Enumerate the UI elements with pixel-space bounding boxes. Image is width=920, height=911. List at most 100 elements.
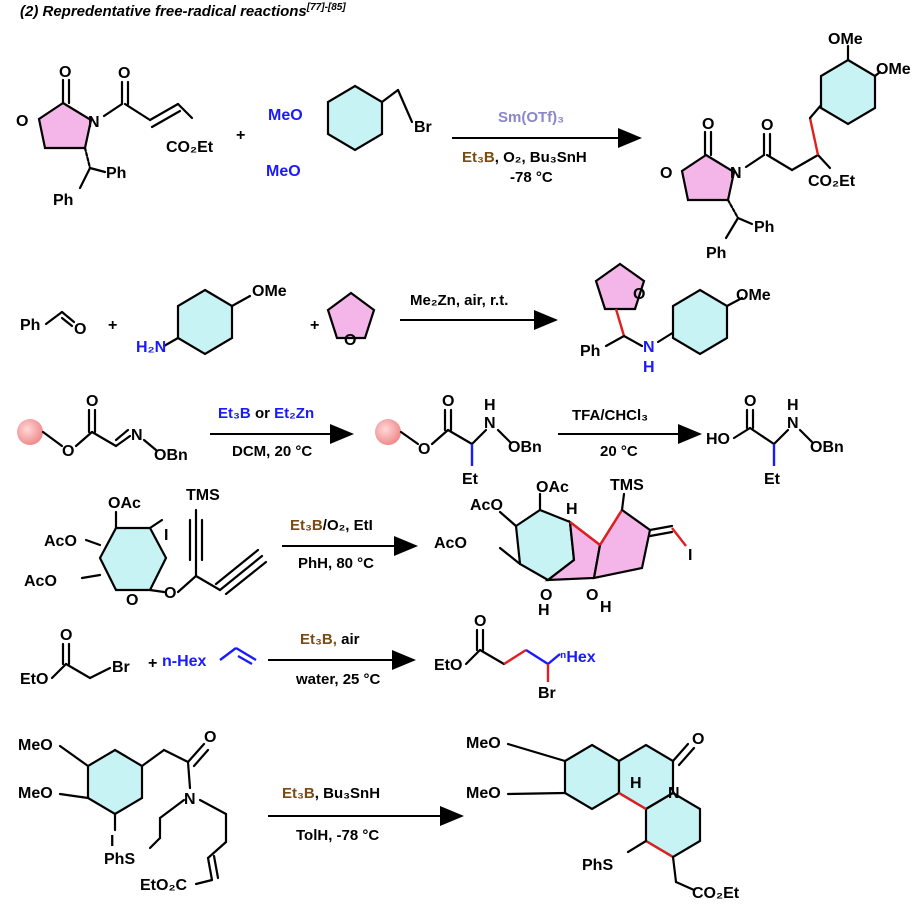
reagent-rest: , Bu₃SnH: [315, 785, 380, 802]
conditions-label: Et₃B or Et₂Zn: [218, 405, 314, 422]
bond: [726, 198, 740, 220]
ethyl-group: Et: [764, 471, 781, 488]
atom-o: O: [16, 113, 28, 130]
atom-h: H: [787, 397, 799, 414]
bond: [430, 428, 450, 446]
bond: [88, 666, 112, 680]
reaction-5: EtO O Br + n-Hex Et₃B, air water, 25 °C …: [20, 613, 596, 702]
temperature-label: -78 °C: [510, 169, 553, 186]
cyclopentene-ring: [592, 508, 652, 580]
acetate-group: OAc: [536, 479, 569, 496]
oxazolidinone-reactant: O O N O CO₂Et Ph Ph: [16, 64, 214, 209]
bond: [547, 653, 561, 665]
bond: [873, 70, 882, 78]
atom-br: Br: [112, 659, 130, 676]
atom-h: H: [484, 397, 496, 414]
bond: [206, 840, 228, 860]
reagent-rest: , O₂, Bu₃SnH: [495, 149, 587, 166]
bond: [506, 791, 567, 796]
bond: [158, 798, 186, 820]
atom-n: N: [730, 165, 742, 182]
atom-o: O: [633, 286, 645, 303]
bond: [58, 744, 90, 768]
ethoxy-group: EtO: [434, 657, 462, 674]
bond: [74, 430, 94, 448]
product-6: MeO MeO O N H PhS CO₂Et: [466, 731, 740, 902]
bond: [470, 428, 488, 446]
bond: [622, 334, 644, 348]
bond: [162, 748, 190, 764]
benzene-ring: [326, 84, 384, 152]
bond: [626, 839, 648, 854]
bond: [90, 430, 118, 448]
bond: [446, 428, 474, 446]
plus-sign: +: [236, 127, 245, 144]
atom-o: O: [761, 117, 773, 134]
phenyl-group: Ph: [580, 343, 600, 360]
solvent-label: DCM, 20 °C: [232, 443, 312, 460]
hydroxyl-group: HO: [706, 431, 730, 448]
oxazolidinone-ring: [37, 101, 93, 150]
new-bond: [598, 509, 624, 546]
resin-bead: [17, 419, 43, 445]
bond: [496, 428, 512, 444]
bond: [148, 102, 180, 122]
bond: [148, 518, 164, 530]
atom-o: O: [164, 585, 176, 602]
product-5: EtO O ⁿHex Br: [434, 613, 596, 702]
methoxy-group: OMe: [876, 61, 911, 78]
bond: [498, 546, 522, 566]
bond: [218, 554, 264, 592]
reaction-2: Ph O + OMe H₂N + O Me₂Zn, air, r.t. O Ph…: [20, 262, 771, 376]
bond: [506, 742, 567, 763]
bond: [194, 574, 222, 592]
heading-refs: [77]-[85]: [306, 2, 346, 13]
heading-text: (2) Repredentative free-radical reaction…: [20, 3, 307, 20]
bond: [744, 153, 766, 169]
atom-o: O: [59, 64, 71, 81]
new-bond: [614, 308, 626, 337]
atom-o: O: [474, 613, 486, 630]
oxazolidinone-ring: [680, 153, 736, 202]
atom-h: H: [600, 599, 612, 616]
atom-o: O: [744, 393, 756, 410]
bond: [235, 646, 257, 662]
bond: [214, 548, 260, 586]
atom-o: O: [204, 729, 216, 746]
obn-group: OBn: [154, 447, 188, 464]
methoxy-group: OMe: [828, 31, 863, 48]
methoxy-group: OMe: [736, 287, 771, 304]
bond: [399, 430, 420, 446]
bond: [186, 742, 206, 764]
phenylthio-group: PhS: [582, 857, 613, 874]
atom-o: O: [586, 587, 598, 604]
methoxy-group: MeO: [466, 735, 501, 752]
conditions-label: TFA/CHCl₃: [572, 407, 648, 424]
product-4: O O AcO OAc H AcO H H TMS I: [434, 477, 692, 619]
atom-n: N: [184, 791, 196, 808]
atom-n: N: [643, 339, 655, 356]
atom-i: I: [164, 527, 168, 544]
new-bond: [503, 648, 527, 666]
product-3: HO O N H OBn Et: [706, 393, 844, 488]
atom-o: O: [660, 165, 672, 182]
bond: [648, 530, 674, 538]
atom-h: H: [630, 775, 642, 792]
atom-o: O: [344, 332, 356, 349]
page-heading: (2) Repredentative free-radical reaction…: [20, 2, 346, 20]
amine-group: H₂N: [136, 339, 166, 356]
bond: [224, 560, 268, 596]
conditions-label: Et₃B, air: [300, 631, 360, 648]
bond: [192, 748, 210, 768]
bond: [84, 538, 102, 547]
atom-o: O: [442, 393, 454, 410]
plus-sign: +: [108, 317, 117, 334]
bond: [464, 648, 482, 666]
methoxy-group: MeO: [268, 107, 303, 124]
bond: [748, 426, 776, 446]
intermediate-3: O O N H OBn Et: [375, 393, 542, 488]
hexyl-group: ⁿHex: [560, 649, 596, 666]
pyranose-ring: [98, 526, 168, 592]
bond: [176, 102, 194, 120]
bond: [140, 748, 166, 768]
